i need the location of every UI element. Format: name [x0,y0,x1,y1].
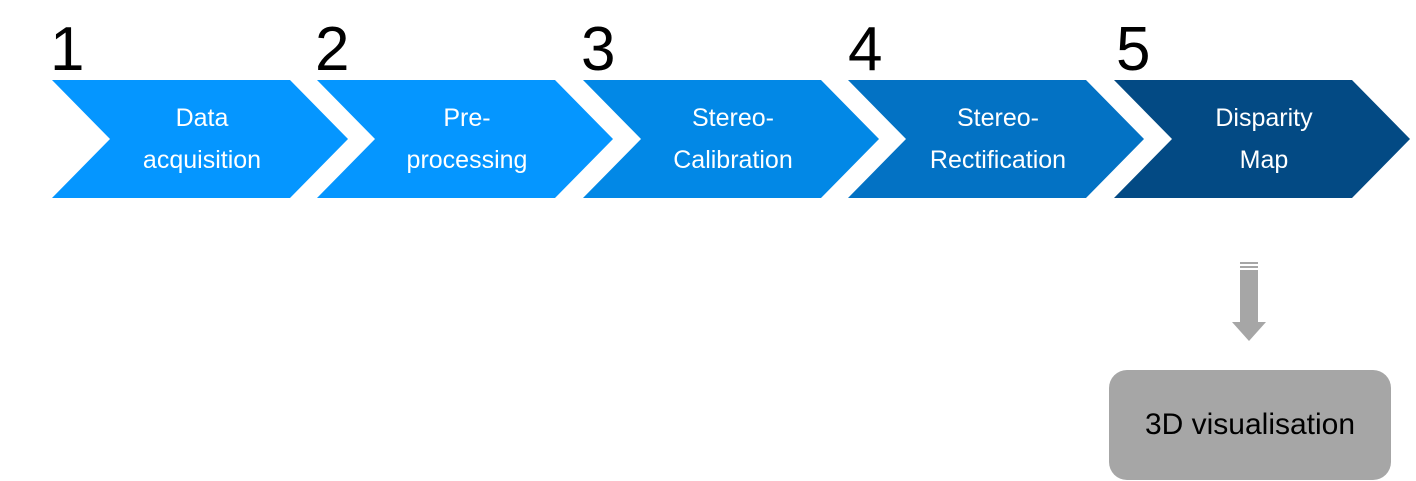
chevron-label-1: Data acquisition [94,80,310,198]
chevron-step-4: Stereo- Rectification [848,80,1146,198]
step-3-line-1: Stereo- [692,104,774,132]
step-1-line-2: acquisition [142,146,262,174]
chevron-label-4: Stereo- Rectification [890,80,1106,198]
output-box-3d-visualisation: 3D visualisation [1109,370,1391,480]
step-number-5: 5 [1116,15,1151,84]
step-number-3: 3 [581,15,616,84]
chevron-label-3: Stereo- Calibration [625,80,841,198]
chevron-shape-4 [848,80,1144,198]
step-2-line-2: processing [406,146,528,174]
chevron-shape-5 [1114,80,1410,198]
down-arrow-icon [1232,262,1268,342]
step-number-4: 4 [848,15,883,84]
chevron-step-5: Disparity Map [1114,80,1412,198]
step-2-line-1: Pre- [443,104,491,132]
down-arrow-shape [1232,262,1266,341]
step-4-line-2: Rectification [929,146,1067,174]
chevron-shape-2 [317,80,613,198]
chevron-step-3: Stereo- Calibration [583,80,881,198]
step-5-line-1: Disparity [1215,104,1313,132]
step-4-line-1: Stereo- [957,104,1039,132]
chevron-step-1: Data acquisition [52,80,350,198]
chevron-shape-3 [583,80,879,198]
step-number-1: 1 [50,15,85,84]
chevron-shape-1 [52,80,348,198]
chevron-label-2: Pre- processing [359,80,575,198]
output-label: 3D visualisation [1144,408,1356,441]
step-3-line-2: Calibration [673,146,793,174]
chevron-step-2: Pre- processing [317,80,615,198]
chevron-label-5: Disparity Map [1156,80,1372,198]
step-5-line-2: Map [1239,146,1289,174]
step-number-2: 2 [315,15,350,84]
step-1-line-1: Data [175,104,229,132]
